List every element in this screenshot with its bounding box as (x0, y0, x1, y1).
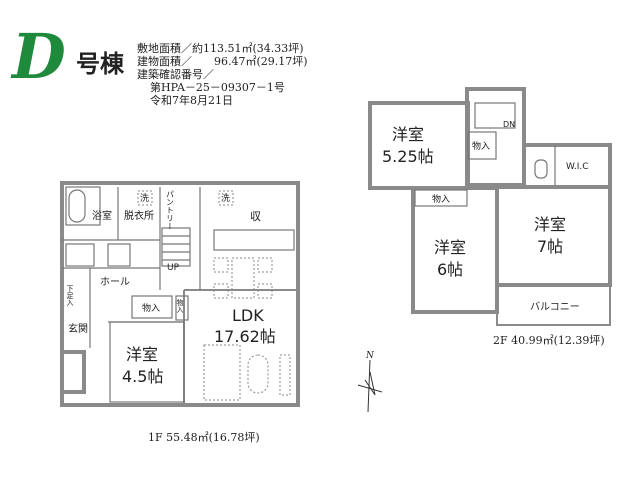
closet-label-2f-2: 物入 (432, 193, 450, 205)
floor-1-plan: 浴室 脱衣所 洗 パントリー 洗 収 UP ホール 下足入 物入 物入 玄関 洋… (60, 181, 300, 444)
svg-text:N: N (365, 351, 375, 361)
floor-2-area: 2F 40.99㎡(12.39坪) (493, 334, 605, 347)
room-4-5-name: 洋室 (126, 345, 158, 364)
storage-label: 収 (250, 210, 261, 223)
room-7-size: 7帖 (537, 237, 563, 256)
north-arrow-icon: N (357, 351, 383, 413)
shoe-storage-label: 下足入 (66, 285, 74, 306)
closet-label: 物入 (142, 302, 160, 314)
building-area: 建物面積／ 96.47㎡(29.17坪) (137, 54, 308, 68)
room-7-name: 洋室 (534, 215, 566, 234)
wash-label: 洗 (140, 192, 149, 204)
room-5-25-name: 洋室 (392, 125, 424, 144)
room-6-size: 6帖 (437, 260, 463, 279)
permit-label: 建築確認番号／ (137, 67, 214, 81)
closet-label-2f: 物入 (472, 140, 490, 152)
building-label: 号棟 (76, 49, 125, 78)
site-area: 敷地面積／約113.51㎡(34.33坪) (137, 41, 304, 55)
dressing-label: 脱衣所 (124, 209, 154, 222)
bath-label: 浴室 (92, 209, 112, 222)
wic-label: W.I.C (566, 162, 589, 172)
balcony-label: バルコニー (530, 301, 580, 313)
room-4-5-size: 4.5帖 (122, 367, 163, 386)
entrance-label: 玄関 (68, 322, 88, 335)
room-6-name: 洋室 (434, 238, 466, 257)
pantry-label: パントリー (166, 190, 175, 230)
room-5-25-size: 5.25帖 (382, 147, 434, 166)
hall-label: ホール (100, 276, 130, 288)
header: D 号棟 敷地面積／約113.51㎡(34.33坪) 建物面積／ 96.47㎡(… (10, 20, 308, 107)
floor-1-area: 1F 55.48㎡(16.78坪) (148, 431, 260, 444)
ldk-size: 17.62帖 (214, 327, 276, 346)
ldk-name: LDK (232, 306, 264, 325)
permit-number: 第HPA－25－09307－1号 (150, 80, 285, 94)
floor-2-plan: 洋室 5.25帖 DN 物入 W.I.C 物入 洋室 6帖 洋室 7帖 バルコニ… (368, 87, 612, 347)
wash-label-2: 洗 (221, 192, 230, 204)
permit-date: 令和7年8月21日 (150, 93, 233, 107)
logo-letter: D (10, 20, 66, 93)
down-label: DN (503, 120, 515, 129)
up-label: UP (167, 263, 180, 273)
closet-label-2: 物入 (176, 298, 184, 313)
